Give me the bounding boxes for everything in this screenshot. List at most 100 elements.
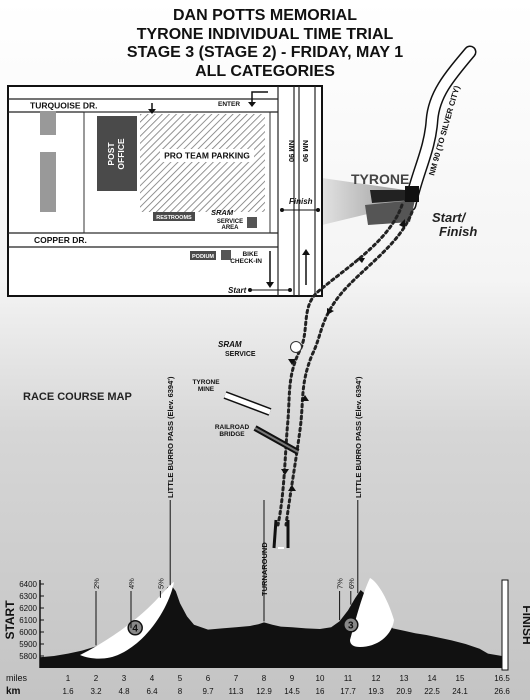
restrooms-building — [153, 212, 195, 221]
annotation-label: TURNAROUND — [260, 542, 269, 596]
grade-label: 6% — [347, 578, 356, 589]
km-tick-label: 22.5 — [424, 687, 440, 696]
km-tick-label: 6.4 — [146, 687, 158, 696]
y-tick-label: 6400 — [19, 580, 37, 589]
post-office-building — [97, 116, 137, 191]
route-arrow — [281, 469, 289, 475]
miles-tick-label: 5 — [178, 674, 183, 683]
y-tick-label: 6300 — [19, 592, 37, 601]
sram-logo: SRAM — [218, 340, 242, 349]
km-tick-label: 19.3 — [368, 687, 384, 696]
tyrone-block — [370, 190, 412, 203]
km-tick-label: 8 — [178, 687, 183, 696]
race-course-map-label: RACE COURSE MAP — [23, 391, 132, 403]
climb-category-label: 3 — [348, 620, 354, 631]
post-office-label: OFFICE — [116, 138, 126, 169]
tyrone-mine-label: MINE — [198, 386, 215, 393]
bike-checkin-label: CHECK-IN — [230, 258, 262, 265]
miles-tick-label: 8 — [262, 674, 267, 683]
annotation-label: LITTLE BURRO PASS (Elev. 6394') — [354, 376, 363, 498]
y-tick-label: 6200 — [19, 604, 37, 613]
miles-tick-label: 4 — [150, 674, 155, 683]
climb-highlight — [350, 578, 394, 647]
km-tick-label: 11.3 — [229, 687, 245, 696]
annotation-label: LITTLE BURRO PASS (Elev. 6394') — [166, 376, 175, 498]
miles-tick-label: 16.5 — [494, 674, 510, 683]
route-arrow — [288, 485, 296, 491]
start-label: Start — [228, 286, 247, 295]
y-tick-label: 6000 — [19, 628, 37, 637]
finish-marker — [501, 579, 509, 671]
climb-category-badge — [127, 620, 143, 636]
miles-tick-label: 6 — [206, 674, 211, 683]
nm90-label: NM 90 — [287, 140, 296, 162]
zoom-beam — [322, 178, 405, 225]
sram-service-marker — [290, 341, 302, 353]
route-arrow — [357, 258, 365, 263]
km-tick-label: 12.9 — [256, 687, 272, 696]
sram-logo: SRAM — [211, 208, 234, 217]
miles-tick-label: 7 — [234, 674, 239, 683]
y-tick-label: 5800 — [19, 652, 37, 661]
tyrone-area: NM 90 (TO SILVER CITY) TYRONE Start/ Fin… — [351, 45, 477, 239]
km-tick-label: 1.6 — [62, 687, 74, 696]
route-outbound — [276, 203, 404, 527]
tyrone-mine-label: TYRONE — [192, 379, 220, 386]
building-gray — [40, 111, 56, 135]
grade-label: 4% — [127, 578, 136, 589]
miles-tick-label: 9 — [290, 674, 295, 683]
finish-label: Finish — [289, 197, 313, 206]
race-course-route: SRAM SERVICE TYRONE MINE RAILROAD BRIDGE… — [23, 203, 414, 549]
railroad-bridge-label: RAILROAD — [215, 424, 250, 431]
route-arrow — [327, 308, 334, 315]
route-arrow — [399, 219, 405, 228]
miles-tick-label: 14 — [428, 674, 437, 683]
copper-dr-label: COPPER DR. — [34, 235, 87, 245]
tyrone-label: TYRONE — [351, 171, 409, 187]
title-line: STAGE 3 (STAGE 2) - FRIDAY, MAY 1 — [126, 44, 404, 61]
service-area-tent — [247, 217, 257, 228]
y-tick-label: 6100 — [19, 616, 37, 625]
climb-highlight — [80, 582, 174, 659]
railroad-bridge-label: BRIDGE — [219, 431, 245, 438]
km-axis-label: km — [6, 686, 21, 697]
km-tick-label: 3.2 — [90, 687, 102, 696]
start-axis-label: START — [3, 600, 17, 640]
route-arrow — [301, 395, 309, 401]
miles-tick-label: 10 — [316, 674, 325, 683]
miles-tick-label: 3 — [122, 674, 127, 683]
title-line: DAN POTTS MEMORIAL — [173, 7, 357, 24]
miles-tick-label: 13 — [400, 674, 409, 683]
route-arrow — [288, 359, 296, 365]
km-tick-label: 20.9 — [396, 687, 412, 696]
bike-checkin-label: BIKE — [242, 251, 258, 258]
miles-tick-label: 1 — [66, 674, 71, 683]
climb-category-label: 4 — [132, 623, 138, 634]
bike-checkin-tent — [221, 250, 231, 260]
post-office-label: POST — [106, 142, 116, 166]
grade-label: 7% — [336, 578, 345, 589]
km-tick-label: 17.7 — [340, 687, 356, 696]
enter-arrow — [251, 91, 268, 104]
podium-building — [190, 251, 216, 260]
start-finish-label: Start/ — [432, 210, 467, 225]
race-title: DAN POTTS MEMORIAL TYRONE INDIVIDUAL TIM… — [0, 7, 530, 81]
km-tick-label: 14.5 — [284, 687, 300, 696]
km-tick-label: 24.1 — [452, 687, 468, 696]
finish-axis-label: FINISH — [520, 605, 530, 644]
km-tick-label: 16 — [316, 687, 325, 696]
miles-axis-label: miles — [6, 673, 28, 683]
sram-service-label: SERVICE — [225, 351, 256, 358]
miles-tick-label: 12 — [372, 674, 381, 683]
title-line: TYRONE INDIVIDUAL TIME TRIAL — [136, 25, 394, 43]
miles-tick-label: 15 — [456, 674, 465, 683]
pro-team-parking-label: PRO TEAM PARKING — [164, 151, 250, 161]
restrooms-label: RESTROOMS — [156, 215, 192, 221]
grade-label: 2% — [92, 578, 101, 589]
km-tick-label: 9.7 — [202, 687, 214, 696]
start-finish-label: Finish — [439, 224, 477, 239]
podium-label: PODIUM — [192, 254, 214, 260]
route-return — [284, 210, 414, 527]
building-gray — [40, 152, 56, 212]
